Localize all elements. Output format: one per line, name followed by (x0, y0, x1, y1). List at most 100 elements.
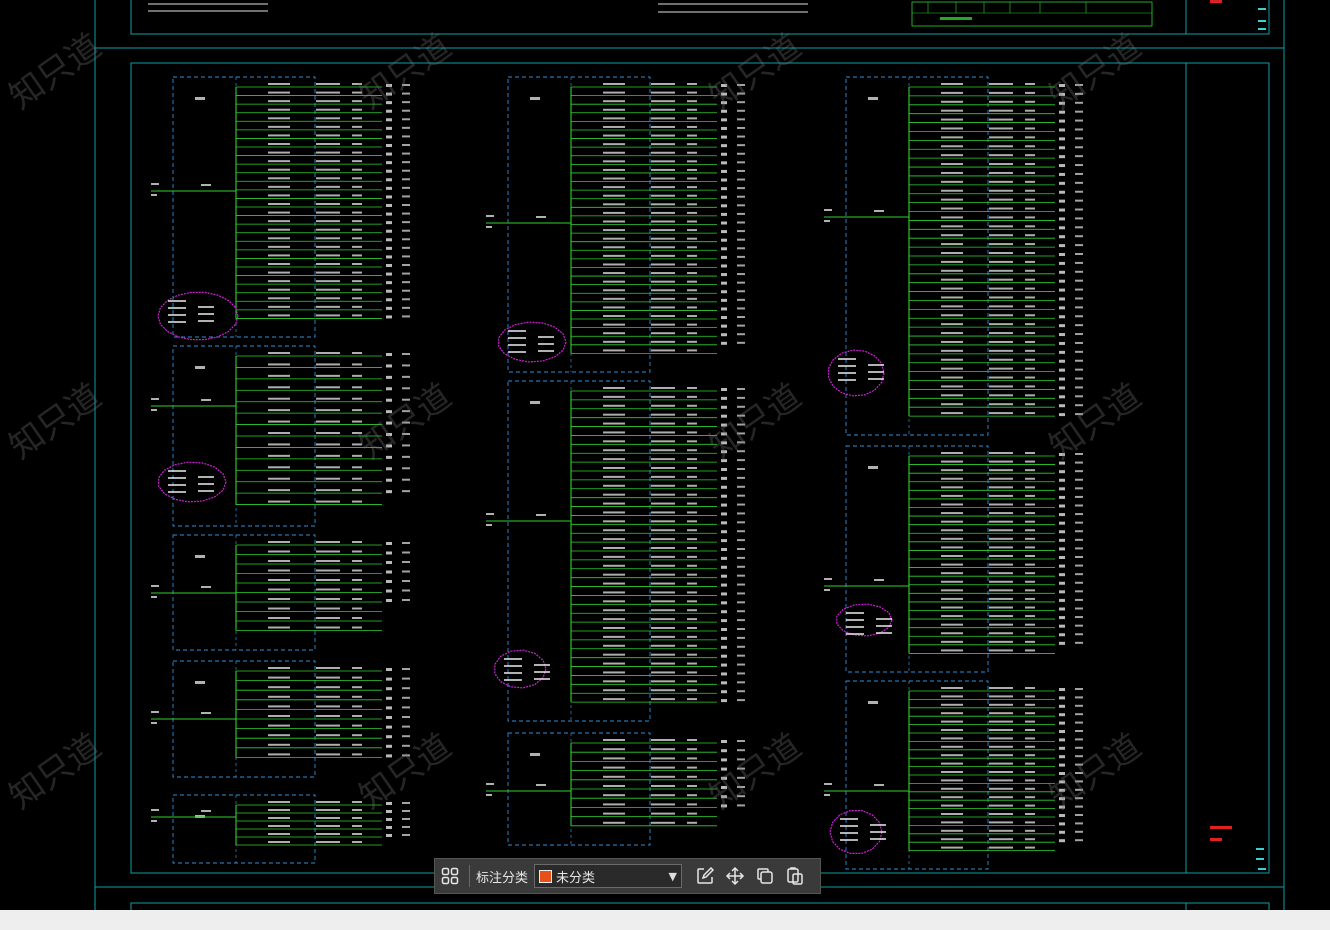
load-text (1059, 633, 1065, 637)
circuit-no (1025, 640, 1035, 643)
circuit-no (687, 757, 697, 760)
load-text (1059, 315, 1065, 319)
breaker-text (603, 246, 625, 249)
load-text (721, 592, 727, 596)
breaker-text (603, 502, 625, 505)
breaker-text (268, 841, 290, 843)
load-text (721, 405, 727, 409)
circuit-no (352, 477, 362, 480)
cloud-note-text (538, 343, 554, 345)
cable-text (316, 194, 340, 197)
move-icon[interactable] (720, 861, 750, 891)
power-text (737, 414, 745, 417)
load-text (1059, 487, 1065, 491)
watermark-text: 知只道 (2, 376, 108, 467)
circuit-no (1025, 91, 1035, 94)
circuit-no (687, 591, 697, 594)
cable-text (316, 83, 340, 85)
circuit-no (687, 395, 697, 398)
cable-text (651, 582, 675, 585)
copy-icon[interactable] (750, 861, 780, 891)
feeder-label (486, 524, 492, 526)
load-text (1059, 253, 1065, 256)
cable-text (651, 431, 675, 434)
breaker-text (603, 475, 625, 478)
breaker-text (941, 91, 963, 94)
cloud-note-text (504, 658, 522, 660)
breaker-text (941, 412, 963, 415)
breaker-text (941, 145, 963, 148)
cable-text (989, 555, 1013, 557)
cable-text (316, 314, 340, 317)
breaker-text (268, 263, 290, 265)
cloud-note-text (838, 372, 856, 374)
cable-text (989, 597, 1013, 600)
breaker-text (268, 560, 290, 562)
circuit-no (1025, 189, 1035, 192)
circuit-no (352, 588, 362, 591)
power-text (402, 687, 410, 690)
circuit-no (352, 550, 362, 553)
power-text (402, 221, 410, 224)
cable-text (316, 237, 340, 240)
power-text (737, 432, 745, 435)
power-text (1075, 164, 1083, 167)
breaker-text (603, 766, 625, 769)
circuit-no (687, 538, 697, 541)
panel-box (845, 680, 989, 870)
circuit-no (1025, 615, 1035, 618)
title-mark (1258, 868, 1266, 870)
breaker-text (603, 186, 625, 189)
panel-box (172, 76, 316, 338)
circuit-no (352, 203, 362, 205)
breaker-text (941, 469, 963, 472)
breaker-text (603, 315, 625, 318)
circuit-no (1025, 632, 1035, 635)
load-text (1059, 822, 1065, 826)
category-color-swatch (539, 869, 553, 883)
power-text (1075, 487, 1083, 490)
paste-icon[interactable] (780, 861, 810, 891)
load-text (721, 776, 727, 780)
cloud-note-text (838, 358, 856, 360)
circuit-no (1025, 597, 1035, 600)
edit-icon[interactable] (690, 861, 720, 891)
feeder-label (151, 820, 157, 822)
circuit-no (687, 609, 697, 612)
circuit-no (1025, 109, 1035, 112)
circuit-no (1025, 100, 1035, 103)
cable-text (651, 644, 675, 647)
breaker-text (268, 168, 290, 171)
breaker-text (941, 687, 963, 689)
watermark-text: 知只道 (1042, 26, 1148, 117)
circuit-no (352, 194, 362, 197)
grid-apps-icon[interactable] (435, 861, 465, 891)
load-text (721, 758, 727, 762)
power-text (737, 485, 745, 488)
load-text (721, 503, 727, 507)
breaker-text (268, 108, 290, 111)
circuit-no (687, 91, 697, 94)
power-text (1075, 704, 1083, 707)
breaker-text (603, 467, 625, 469)
cable-text (651, 538, 675, 541)
category-dropdown[interactable]: 未分类 ▼ (534, 864, 683, 888)
circuit-no (1025, 771, 1035, 773)
cable-text (989, 589, 1013, 592)
cable-text (651, 177, 675, 180)
breaker-text (268, 143, 290, 145)
breaker-text (603, 289, 625, 292)
load-text (1059, 607, 1065, 611)
power-text (737, 556, 745, 559)
load-text (1059, 688, 1065, 691)
load-text (1059, 839, 1065, 843)
load-text (721, 281, 727, 285)
circuit-no (1025, 813, 1035, 815)
circuit-no (687, 627, 697, 629)
breaker-text (603, 662, 625, 665)
cad-canvas[interactable]: 知只道知只道知只道知只道知只道知只道知只道知只道知只道知只道知只道知只道 (0, 0, 1330, 910)
load-text (721, 610, 727, 614)
circuit-no (687, 698, 697, 701)
circuit-no (687, 785, 697, 787)
power-text (737, 645, 745, 648)
